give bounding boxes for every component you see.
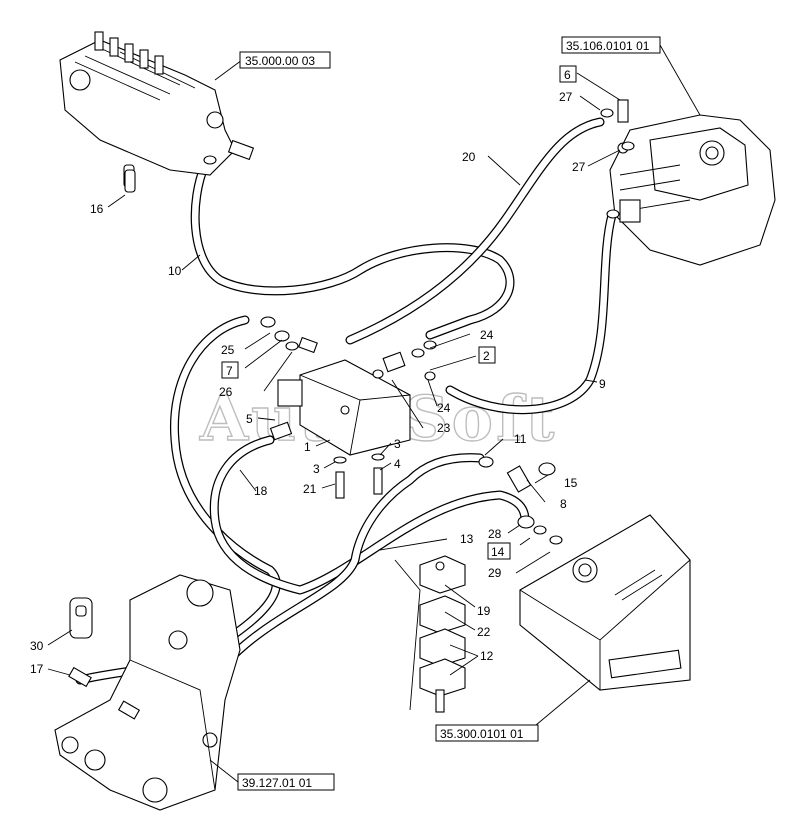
plug-16 (124, 169, 136, 193)
oil-tank (519, 514, 691, 691)
callout-10: 10 (168, 264, 182, 278)
hose-9 (445, 210, 617, 415)
hydraulic-pump (609, 99, 776, 266)
ref-box-tank: 35.300.0101 01 (435, 724, 539, 742)
callout-18: 18 (254, 484, 268, 498)
callout-21: 21 (303, 482, 317, 496)
control-valve (59, 31, 255, 188)
svg-text:14: 14 (491, 545, 505, 559)
callout-27: 27 (572, 160, 586, 174)
callout-1: 1 (304, 440, 311, 454)
callout-5: 5 (246, 412, 253, 426)
callout-19: 19 (477, 604, 491, 618)
callout-8: 8 (560, 497, 567, 511)
callout-11: 11 (514, 432, 527, 446)
callout-9: 9 (599, 377, 606, 391)
callout-13: 13 (460, 532, 474, 546)
svg-text:2: 2 (483, 349, 490, 363)
callout-20: 20 (462, 150, 476, 164)
valve-block (269, 336, 411, 456)
callout-16: 16 (90, 202, 104, 216)
callout-25: 25 (221, 343, 235, 357)
ref-tank-text: 35.300.0101 01 (440, 727, 524, 741)
callout-15: 15 (564, 476, 578, 490)
callout-23: 23 (437, 421, 451, 435)
callout-24: 24 (480, 328, 494, 342)
fittings (203, 108, 635, 545)
callout-4: 4 (394, 457, 401, 471)
ref-pump-text: 35.106.0101 01 (566, 39, 650, 53)
bolts (333, 453, 385, 499)
svg-text:6: 6 (564, 68, 571, 82)
bracket-30 (69, 597, 93, 639)
callout-12: 12 (480, 649, 494, 663)
callout-24: 24 (437, 401, 451, 415)
ref-boom-text: 39.127.01 01 (242, 776, 312, 790)
callout-30: 30 (30, 639, 44, 653)
hose-20 (345, 117, 605, 345)
callout-22: 22 (477, 625, 491, 639)
callout-29: 29 (488, 566, 502, 580)
callout-3: 3 (394, 437, 401, 451)
ref-control-valve-text: 35.000.00 03 (245, 54, 315, 68)
ref-box-boom: 39.127.01 01 (237, 773, 335, 791)
leader-lines (47, 44, 701, 783)
boom-arm (54, 574, 241, 811)
clamp-set (394, 555, 466, 713)
callout-17: 17 (30, 662, 44, 676)
hose-13 (209, 435, 530, 595)
boxed-label-7: 7 (221, 361, 239, 379)
callout-27: 27 (559, 90, 573, 104)
callout-26: 26 (219, 385, 233, 399)
ref-box-pump: 35.106.0101 01 (561, 36, 661, 54)
ref-box-control-valve: 35.000.00 03 (239, 51, 331, 69)
hose-10 (190, 160, 515, 340)
boxed-label-6: 6 (559, 65, 577, 83)
boxed-label-14: 14 (487, 542, 511, 560)
svg-text:7: 7 (226, 364, 233, 378)
boxed-label-2: 2 (478, 346, 496, 364)
callout-28: 28 (488, 527, 502, 541)
callout-3: 3 (313, 462, 320, 476)
